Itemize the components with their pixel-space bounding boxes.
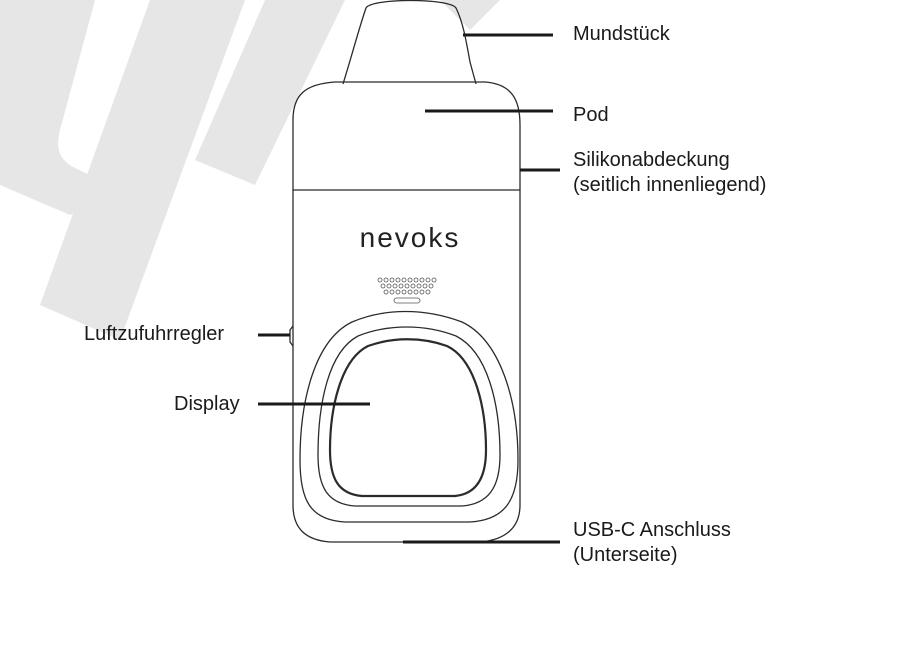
pod (292, 81, 521, 191)
device-outline (289, 0, 521, 543)
display-bezel-inner (317, 326, 501, 507)
label-mundstueck: Mundstück (573, 23, 670, 45)
mouthpiece (342, 0, 477, 85)
label-silikon-line2: (seitlich innenliegend) (573, 174, 767, 196)
label-luftzufuhr: Luftzufuhrregler (84, 323, 225, 345)
display-bezel-outer (299, 310, 519, 523)
label-silikon-line1: Silikonabdeckung (573, 149, 730, 171)
leader-lines (258, 33, 560, 544)
brand-logo: nevoks (359, 222, 461, 253)
speaker-grille (377, 277, 437, 304)
label-pod: Pod (573, 104, 609, 126)
label-usb-line2: (Unterseite) (573, 544, 678, 566)
label-usb-line1: USB-C Anschluss (573, 519, 731, 541)
watermark (0, 0, 500, 340)
label-display: Display (174, 393, 240, 415)
display-screen (328, 338, 488, 498)
